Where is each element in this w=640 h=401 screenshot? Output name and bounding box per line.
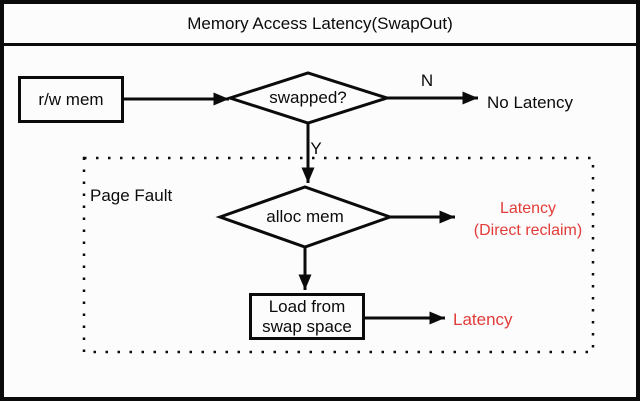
node-load-from-swap-line1: Load from [268, 296, 346, 316]
decision-swapped-shape [225, 71, 392, 125]
page-fault-region-border [82, 156, 595, 354]
title-bar: Memory Access Latency(SwapOut) [4, 4, 636, 46]
decision-alloc-mem-label: alloc mem [266, 207, 344, 226]
label-latency-direct-reclaim-line1: Latency [499, 200, 557, 217]
node-load-from-swap-line2: swap space [262, 316, 352, 336]
label-latency-swap: Latency [453, 310, 513, 329]
page-title: Memory Access Latency(SwapOut) [187, 13, 453, 33]
label-latency-direct-reclaim: Latency (Direct reclaim) [447, 198, 609, 242]
node-rw-mem-label: r/w mem [38, 89, 104, 109]
edge-label-y: Y [310, 139, 322, 158]
node-load-from-swap: Load from swap space [249, 293, 365, 340]
label-no-latency: No Latency [487, 93, 573, 112]
decision-alloc-mem-shape [215, 185, 395, 249]
page-fault-region-label: Page Fault [90, 186, 173, 205]
flowchart-shapes [82, 71, 595, 354]
edge-label-n: N [420, 71, 434, 90]
decision-swapped-label: swapped? [269, 88, 347, 107]
label-latency-direct-reclaim-line2: (Direct reclaim) [473, 222, 583, 239]
node-rw-mem: r/w mem [18, 76, 124, 123]
